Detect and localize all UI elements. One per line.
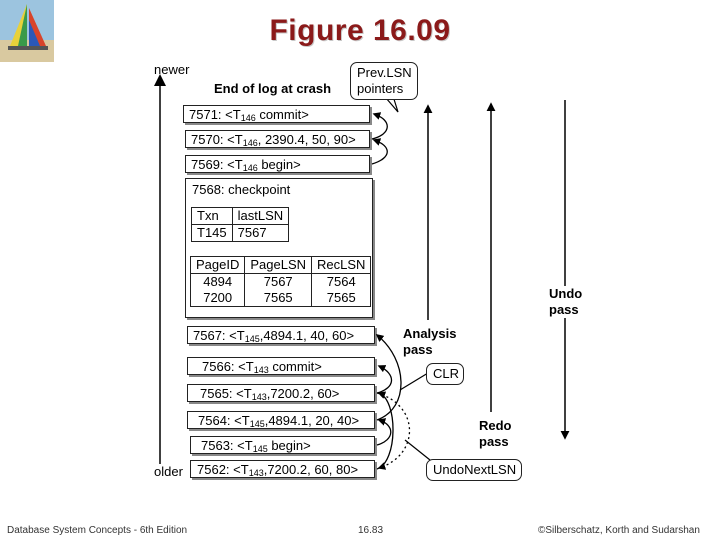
log-record: 7570: <T146, 2390.4, 50, 90>	[185, 130, 370, 148]
prevlsn-label-line2: pointers	[357, 81, 404, 96]
log-record: 7567: <T145,4894.1, 40, 60>	[187, 326, 375, 344]
checkpoint-label: 7568: checkpoint	[192, 182, 291, 197]
table-cell: 4894	[189, 273, 246, 290]
redo-label-line1: Redo	[479, 418, 512, 433]
clr-callout: CLR	[426, 363, 464, 385]
log-record: 7569: <T146 begin>	[185, 155, 370, 173]
reclsn-header: RecLSN	[311, 256, 372, 274]
txn-header: Txn	[191, 207, 233, 225]
undo-label-line1: Undo	[549, 286, 583, 301]
lastlsn-header: lastLSN	[231, 207, 290, 225]
table-cell: 7567	[244, 273, 313, 290]
time-axis-arrow	[154, 74, 166, 464]
redo-label-line2: pass	[479, 434, 509, 449]
table-cell: 7564	[311, 273, 372, 290]
axis-older-label: older	[154, 464, 183, 479]
end-of-log-label: End of log at crash	[214, 81, 332, 96]
table-cell: 7565	[311, 290, 372, 307]
pageid-header: PageID	[189, 256, 246, 274]
page-title: Figure 16.09	[269, 14, 451, 47]
log-record: 7563: <T145 begin>	[190, 436, 375, 454]
undo-pass-label: Undo pass	[549, 286, 583, 318]
prevlsn-label-line1: Prev.LSN	[357, 65, 412, 80]
pagelsn-header: PageLSN	[244, 256, 313, 274]
axis-newer-label: newer	[154, 62, 190, 77]
redo-pass-label: Redo pass	[479, 418, 512, 450]
analysis-label-line1: Analysis	[403, 326, 457, 341]
log-record: 7566: <T143 commit>	[187, 357, 375, 375]
footer-left: Database System Concepts - 6th Edition	[7, 525, 188, 536]
footer-page-number: 16.83	[358, 525, 384, 536]
undonextlsn-callout: UndoNextLSN	[426, 459, 522, 481]
table-cell: 7200	[189, 290, 246, 307]
analysis-label-line2: pass	[403, 342, 433, 357]
log-record: 7562: <T143,7200.2, 60, 80>	[190, 460, 375, 478]
table-cell: 7567	[231, 224, 290, 242]
log-record: 7565: <T143,7200.2, 60>	[187, 384, 375, 402]
sailboat-logo	[0, 0, 54, 62]
table-cell: 7565	[244, 290, 313, 307]
log-record: 7564: <T145,4894.1, 20, 40>	[187, 411, 375, 429]
table-cell: T145	[191, 224, 233, 242]
footer-right: ©Silberschatz, Korth and Sudarshan	[538, 525, 700, 536]
analysis-pass-label: Analysis pass	[403, 326, 456, 358]
log-record: 7571: <T146 commit>	[183, 105, 370, 123]
undo-label-line2: pass	[549, 302, 579, 317]
prevlsn-callout: Prev.LSN pointers	[350, 62, 418, 100]
